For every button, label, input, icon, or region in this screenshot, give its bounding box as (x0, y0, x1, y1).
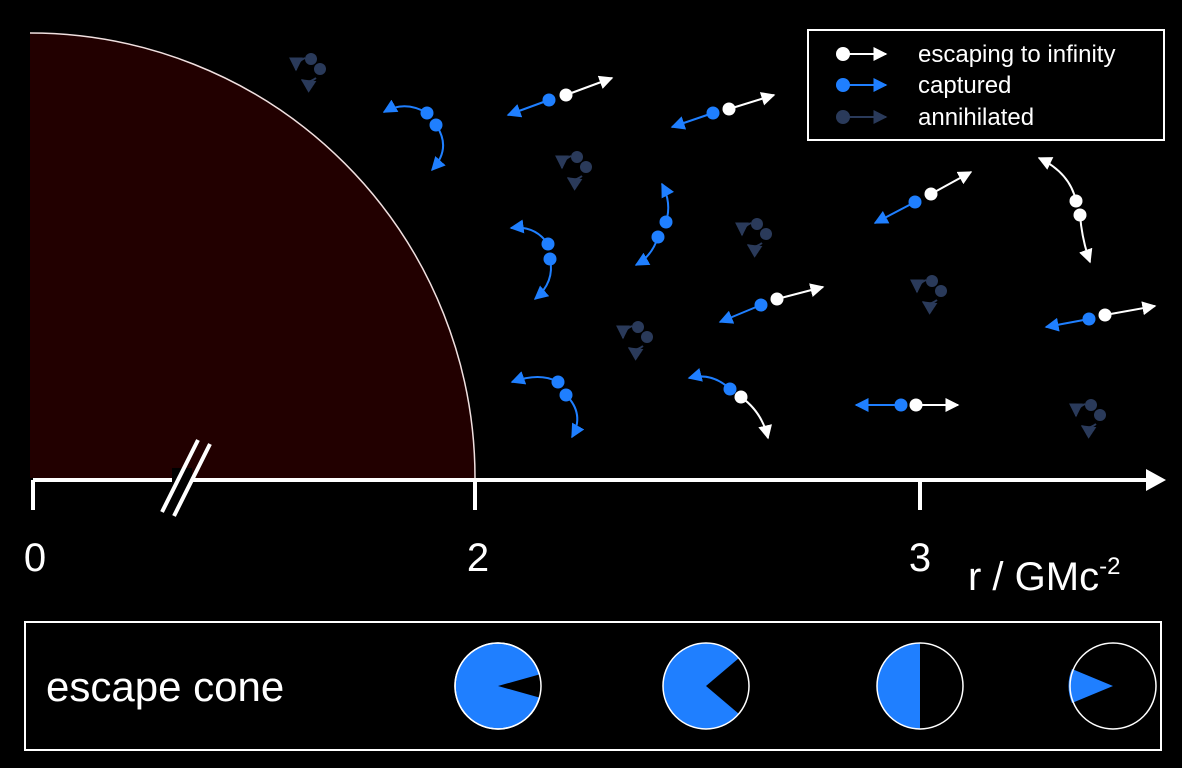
annihilated-pair-4 (910, 275, 947, 315)
annihilated-pair-3 (735, 218, 772, 258)
event-horizon-boundary (29, 32, 476, 479)
legend-captured-icon (836, 78, 888, 92)
escape-cone-diagram-2 (662, 642, 750, 730)
pair-escape-capture-4 (718, 283, 825, 324)
escape-cone-diagram-3 (876, 642, 964, 730)
pair-both-captured-1 (382, 99, 446, 172)
annihilated-pair-6 (1069, 399, 1106, 439)
pair-escape-capture-3 (873, 171, 973, 224)
pair-both-captured-4 (510, 371, 585, 439)
pair-both-escaping (1037, 157, 1093, 264)
pair-escape-capture-6 (854, 398, 960, 412)
legend: escaping to infinity captured annihilate… (807, 29, 1165, 141)
annihilated-pair-2 (555, 151, 592, 191)
escape-cone-label: escape cone (46, 663, 284, 710)
pair-escape-capture-2 (670, 92, 776, 130)
legend-annihilated-icon (836, 110, 888, 124)
escape-cone-diagram-1 (454, 642, 543, 730)
tick-label-0: 0 (24, 536, 46, 580)
pair-escape-capture-5 (1044, 301, 1157, 332)
legend-escaping-label: escaping to infinity (918, 41, 1115, 68)
annihilated-pair-5 (616, 321, 653, 361)
pair-curved-escape-capture (687, 368, 772, 440)
legend-captured-label: captured (918, 72, 1011, 99)
black-hole-region (30, 33, 475, 478)
axis-label: r / GMc-2 (968, 553, 1120, 599)
axis-break-icon (160, 439, 212, 517)
pair-both-captured-3 (634, 182, 675, 266)
legend-escaping-icon (836, 47, 888, 61)
pair-escape-capture-1 (506, 75, 614, 118)
annihilated-pair-1 (289, 53, 326, 93)
tick-label-2: 2 (467, 536, 489, 580)
axis-arrowhead (1146, 469, 1166, 491)
pair-both-captured-2 (509, 219, 557, 300)
radial-axis (31, 439, 1166, 517)
escape-cone-panel: escape cone (24, 621, 1162, 751)
legend-annihilated-label: annihilated (918, 104, 1034, 131)
escape-cone-diagram-4 (1068, 642, 1157, 730)
tick-label-3: 3 (909, 536, 931, 580)
escape-cone-box (24, 621, 1162, 751)
